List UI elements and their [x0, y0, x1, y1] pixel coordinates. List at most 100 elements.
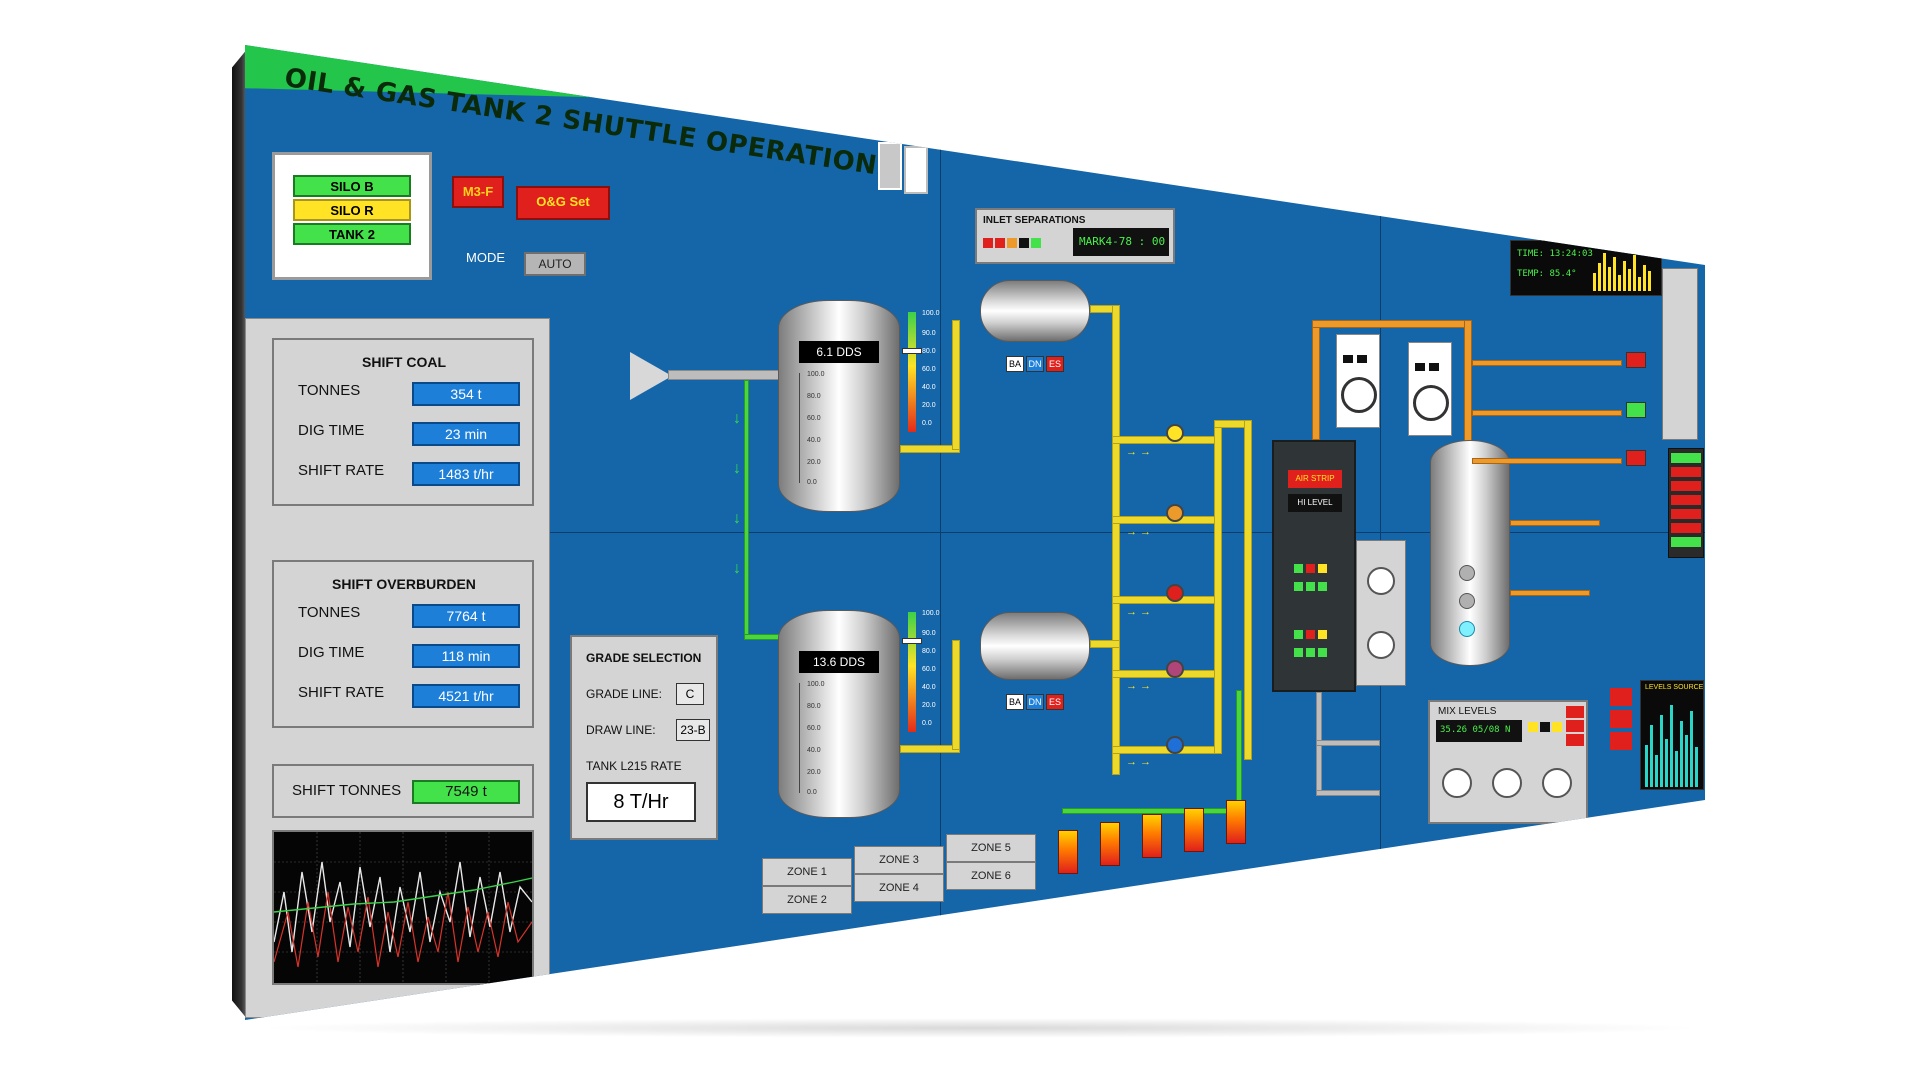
tank-1-scale-tick: 40.0	[807, 437, 821, 444]
grade-line-label: GRADE LINE:	[586, 687, 663, 701]
outlet-pipe-1	[900, 445, 960, 453]
valve-icon[interactable]	[1166, 736, 1184, 754]
shift-coal-title: SHIFT COAL	[362, 354, 446, 370]
og-set-button[interactable]: O&G Set	[516, 186, 610, 220]
alarm-list	[1668, 448, 1704, 558]
levels-side-button[interactable]	[1610, 732, 1632, 750]
tank-2[interactable]: 13.6 DDS 100.0 80.0 60.0 40.0 20.0 0.0	[778, 610, 900, 818]
zone-2-button[interactable]: ZONE 2	[762, 886, 852, 914]
mix-knob-icon[interactable]	[1492, 768, 1522, 798]
mix-alarm[interactable]	[1566, 720, 1584, 732]
flow-gauge-a	[1336, 334, 1380, 428]
shift-overburden-rate-label: SHIFT RATE	[298, 684, 385, 701]
valve-icon[interactable]	[1166, 504, 1184, 522]
heater-pipe	[1236, 690, 1242, 814]
alarm-list-item[interactable]	[1671, 467, 1701, 477]
shift-coal-rate-value: 1483 t/hr	[412, 462, 520, 486]
mix-knob-icon[interactable]	[1442, 768, 1472, 798]
manifold-pipe	[1112, 305, 1120, 775]
orange-line	[1510, 590, 1590, 596]
gauge-led	[1429, 363, 1439, 371]
mix-knob-icon[interactable]	[1542, 768, 1572, 798]
vessel-port-icon	[1459, 621, 1475, 637]
status-tag-silo-b[interactable]: SILO B	[293, 175, 411, 197]
control-rack: AIR STRIP HI LEVEL	[1272, 440, 1356, 692]
line-1-status[interactable]	[1626, 352, 1646, 368]
valve-icon[interactable]	[1166, 424, 1184, 442]
zone-4-button[interactable]: ZONE 4	[854, 874, 944, 902]
status-tag-tank-2[interactable]: TANK 2	[293, 223, 411, 245]
tank-2-level-tick: 60.0	[922, 666, 936, 673]
outlet-pipe-1	[952, 320, 960, 450]
separator-1-ba-button[interactable]: BA	[1006, 356, 1024, 372]
tank-1[interactable]: 6.1 DDS 100.0 80.0 60.0 40.0 20.0 0.0	[778, 300, 900, 512]
zone-3-button[interactable]: ZONE 3	[854, 846, 944, 874]
separator-2-dn-button[interactable]: DN	[1026, 694, 1044, 710]
tank-1-level-gauge	[908, 312, 916, 432]
alarm-list-item[interactable]	[1671, 495, 1701, 505]
tank-2-display: 13.6 DDS	[799, 651, 879, 673]
mix-led	[1540, 722, 1550, 732]
draw-line-value[interactable]: 23-B	[676, 719, 710, 741]
separator-1[interactable]	[980, 280, 1090, 342]
valve-icon[interactable]	[1166, 660, 1184, 678]
status-tag-silo-r[interactable]: SILO R	[293, 199, 411, 221]
tank-2-level-gauge	[908, 612, 916, 732]
screen-seam	[940, 100, 941, 980]
alarm-list-item[interactable]	[1671, 481, 1701, 491]
heater-5[interactable]	[1226, 800, 1246, 844]
tank-2-level-tick: 0.0	[922, 720, 932, 727]
tank-2-scale-tick: 60.0	[807, 725, 821, 732]
tank-1-scale-tick: 60.0	[807, 415, 821, 422]
rack-led-green	[1318, 648, 1327, 657]
zone-5-button[interactable]: ZONE 5	[946, 834, 1036, 862]
mix-levels-label: MIX LEVELS	[1438, 706, 1497, 717]
shift-coal-tonnes-label: TONNES	[298, 382, 361, 399]
zone-1-button[interactable]: ZONE 1	[762, 858, 852, 886]
levels-side-button[interactable]	[1610, 710, 1632, 728]
separator-1-dn-button[interactable]: DN	[1026, 356, 1044, 372]
heater-4[interactable]	[1184, 808, 1204, 852]
heater-2[interactable]	[1100, 822, 1120, 866]
clock-time: TIME: 13:24:03	[1517, 249, 1593, 259]
rack-led-green	[1318, 582, 1327, 591]
tank-2-level-marker[interactable]	[902, 638, 922, 644]
alarm-list-item[interactable]	[1671, 523, 1701, 533]
orange-line	[1510, 520, 1600, 526]
separator-2-ba-button[interactable]: BA	[1006, 694, 1024, 710]
zone-6-button[interactable]: ZONE 6	[946, 862, 1036, 890]
alarm-list-item[interactable]	[1671, 509, 1701, 519]
alarm-list-item[interactable]	[1671, 453, 1701, 463]
flow-arrow: → →	[1126, 606, 1152, 618]
tank-1-level-marker[interactable]	[902, 348, 922, 354]
shift-tonnes-panel: SHIFT TONNES 7549 t	[272, 764, 534, 818]
draw-line-label: DRAW LINE:	[586, 723, 656, 737]
mix-alarm[interactable]	[1566, 734, 1584, 746]
heater-1[interactable]	[1058, 830, 1078, 874]
shift-coal-tonnes-value: 354 t	[412, 382, 520, 406]
alarm-list-item[interactable]	[1671, 537, 1701, 547]
mix-alarm[interactable]	[1566, 706, 1584, 718]
shift-coal-panel: SHIFT COAL TONNES 354 t DIG TIME 23 min …	[272, 338, 534, 506]
levels-side-button[interactable]	[1610, 688, 1632, 706]
shift-coal-rate-label: SHIFT RATE	[298, 462, 385, 479]
separator-2[interactable]	[980, 612, 1090, 680]
flow-arrow: ↓	[733, 460, 741, 477]
grade-line-value[interactable]: C	[676, 683, 704, 705]
valve-icon[interactable]	[1166, 584, 1184, 602]
m3f-button[interactable]: M3-F	[452, 176, 504, 208]
spectrum-bars	[1593, 253, 1651, 291]
separator-2-es-button[interactable]: ES	[1046, 694, 1064, 710]
line-3-status[interactable]	[1626, 450, 1646, 466]
rack-led-yellow	[1318, 564, 1327, 573]
mode-auto-button[interactable]: AUTO	[524, 252, 586, 276]
separator-1-es-button[interactable]: ES	[1046, 356, 1064, 372]
shift-tonnes-label: SHIFT TONNES	[292, 782, 402, 799]
tank-2-level-tick: 90.0	[922, 630, 936, 637]
storage-vessel[interactable]	[1430, 440, 1510, 666]
rack-led-green	[1294, 648, 1303, 657]
line-2-status[interactable]	[1626, 402, 1646, 418]
tank-1-scale-tick: 0.0	[807, 479, 817, 486]
heater-3[interactable]	[1142, 814, 1162, 858]
